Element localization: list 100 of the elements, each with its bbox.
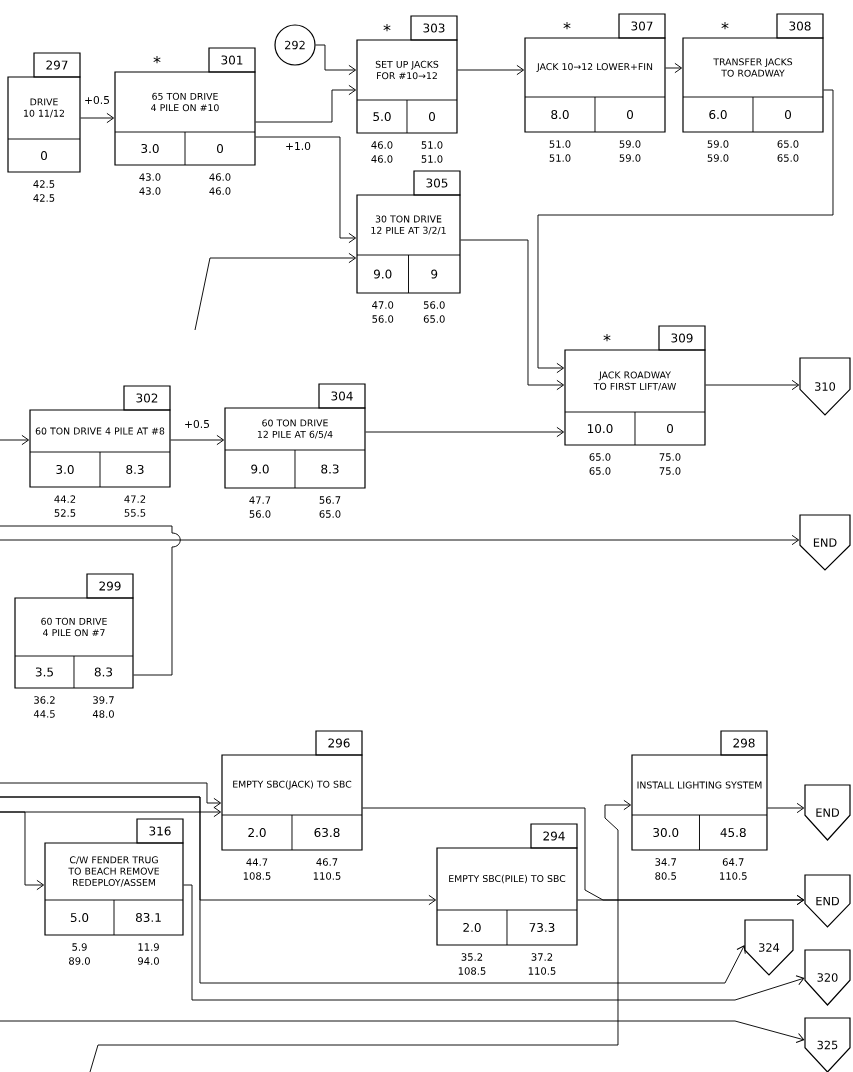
node-label: 30.0: [653, 827, 679, 838]
time-value: 75.0: [659, 467, 681, 475]
activity-number-tab: 316: [136, 818, 184, 844]
arrow: [80, 112, 115, 124]
arrow: [183, 884, 805, 1001]
node-label: 8.3: [94, 667, 113, 677]
time-value: 43.0: [139, 187, 161, 195]
arrow: [255, 84, 357, 123]
asterisk: *: [153, 56, 161, 64]
activity-number-tab: 304: [318, 383, 366, 409]
activity-number-tab: 309: [658, 325, 706, 351]
activity-number-tab: 307: [618, 13, 666, 39]
time-value: 56.7: [319, 496, 341, 504]
arrow: [460, 239, 565, 391]
time-value: 110.5: [528, 967, 556, 975]
activity-box: C/W FENDER TRUG TO BEACH REMOVE REDEPLOY/ASSEM 5.0 83.1: [44, 842, 184, 936]
activity-box: 65 TON DRIVE 4 PILE ON #10 3.0 0: [114, 71, 256, 166]
node-label: 65 TON DRIVE 4 PILE ON #10: [151, 92, 219, 112]
arrow: [170, 434, 225, 446]
activity-box: JACK 10→12 LOWER+FIN 8.0 0: [524, 37, 666, 133]
activity-box: TRANSFER JACKS TO ROADWAY 6.0 0: [682, 37, 824, 133]
time-value: 47.7: [249, 496, 271, 504]
node-label: 9.0: [251, 464, 269, 474]
time-value: 59.0: [707, 140, 729, 148]
node-label: 60 TON DRIVE 4 PILE ON #7: [41, 617, 107, 637]
time-value: 46.0: [209, 173, 231, 181]
activity-number-tab: 305: [413, 170, 461, 196]
node-label: 45.8: [720, 827, 746, 838]
arrow: [0, 534, 800, 546]
node-label: 0: [428, 111, 436, 122]
arrow: [89, 799, 632, 1072]
activity-box: EMPTY SBC(PILE) TO SBC 2.0 73.3: [436, 847, 578, 946]
activity-box: 60 TON DRIVE 4 PILE AT #8 3.0 8.3: [29, 409, 171, 488]
time-value: 44.7: [246, 858, 268, 866]
time-value: 110.5: [313, 872, 341, 880]
time-value: 34.7: [655, 858, 676, 866]
arrow: [255, 136, 357, 244]
time-value: 46.0: [371, 155, 393, 163]
activity-box: JACK ROADWAY TO FIRST LIFT/AW 10.0 0: [564, 349, 706, 446]
node-label: 0: [40, 150, 48, 161]
time-value: 44.5: [33, 710, 55, 718]
arrow: [577, 894, 805, 906]
time-value: 51.0: [421, 155, 443, 163]
time-value: 43.0: [139, 173, 161, 181]
node-label: TRANSFER JACKS TO ROADWAY: [713, 58, 793, 77]
node-label: 60 TON DRIVE 4 PILE AT #8: [35, 427, 165, 435]
node-label: 8.0: [551, 109, 569, 120]
time-value: 75.0: [659, 453, 681, 461]
time-value: 56.0: [372, 315, 394, 323]
arrow: [0, 434, 30, 446]
time-value: 65.0: [589, 467, 611, 475]
arrow: [365, 426, 565, 438]
time-value: 36.2: [34, 696, 55, 704]
time-value: 51.0: [549, 140, 571, 148]
node-label: 9.0: [373, 269, 392, 279]
node-label: 0: [626, 109, 634, 120]
node-label: 30 TON DRIVE 12 PILE AT 3/2/1: [371, 215, 446, 235]
activity-box: DRIVE 10 11/12 0: [7, 76, 81, 173]
time-value: 56.0: [423, 301, 445, 309]
arrow: [705, 379, 800, 391]
time-value: 59.0: [707, 154, 729, 162]
time-value: 108.5: [458, 967, 486, 975]
activity-number-tab: 302: [123, 385, 171, 411]
activity-box: 60 TON DRIVE 4 PILE ON #7 3.5 8.3: [14, 597, 134, 689]
time-value: 65.0: [423, 315, 445, 323]
time-value: 11.9: [138, 943, 159, 951]
arrow: [0, 782, 222, 809]
node-label: JACK 10→12 LOWER+FIN: [536, 63, 653, 72]
node-label: 5.0: [70, 912, 89, 923]
node-label: EMPTY SBC(JACK) TO SBC: [233, 780, 352, 790]
time-value: 59.0: [619, 140, 641, 148]
time-value: 37.2: [531, 953, 553, 961]
edge-label: +1.0: [283, 140, 313, 152]
node-label: EMPTY SBC(PILE) TO SBC: [449, 874, 566, 884]
time-value: 42.5: [33, 194, 55, 202]
activity-box: EMPTY SBC(JACK) TO SBC 2.0 63.8: [221, 754, 363, 851]
node-label: 2.0: [463, 922, 481, 933]
node-label: 63.8: [314, 827, 340, 838]
time-value: 51.0: [549, 154, 571, 162]
node-label: 83.1: [135, 912, 161, 923]
activity-number-tab: 297: [33, 52, 81, 78]
time-value: 48.0: [92, 710, 114, 718]
time-value: 65.0: [777, 154, 799, 162]
time-value: 46.0: [371, 141, 393, 149]
arrow: [665, 62, 683, 74]
asterisk: *: [563, 22, 571, 30]
time-value: 47.2: [124, 495, 146, 503]
activity-number-tab: 298: [720, 730, 768, 756]
activity-box: 30 TON DRIVE 12 PILE AT 3/2/1 9.0 9: [356, 194, 461, 294]
node-label: INSTALL LIGHTING SYSTEM: [637, 781, 762, 789]
node-label: 8.3: [321, 464, 339, 474]
node-label: 0: [666, 423, 674, 434]
time-value: 52.5: [54, 509, 76, 517]
node-label: C/W FENDER TRUG TO BEACH REMOVE REDEPLOY/ASSEM: [68, 856, 160, 887]
time-value: 46.0: [209, 187, 231, 195]
activity-box: 60 TON DRIVE 12 PILE AT 6/5/4 9.0 8.3: [224, 407, 366, 489]
time-value: 59.0: [619, 154, 641, 162]
time-value: 56.0: [249, 510, 271, 518]
node-label: 3.0: [56, 464, 74, 475]
edge-label: +0.5: [182, 418, 212, 430]
